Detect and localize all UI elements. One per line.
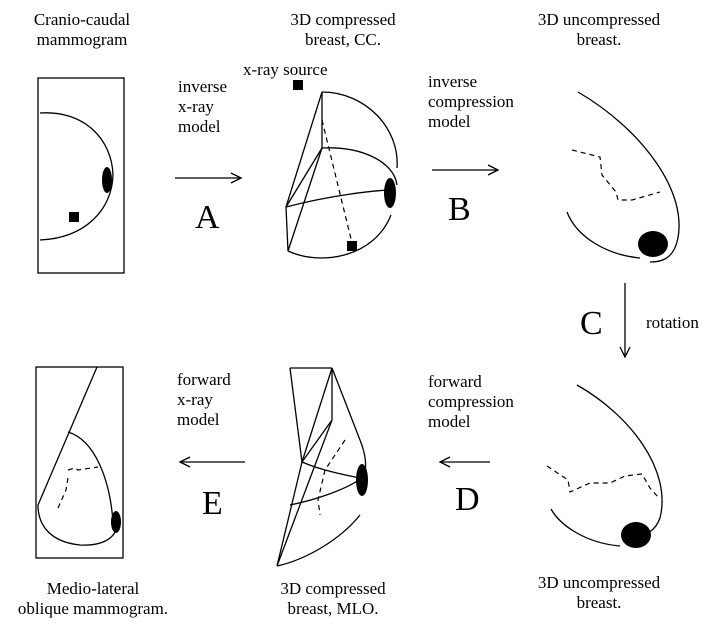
caption-cc-mammogram: Cranio-caudal mammogram (18, 10, 146, 50)
arrow-e (178, 456, 245, 468)
caption-uncompressed-top: 3D uncompressed breast. (518, 10, 680, 50)
cc-3d-lesion (384, 178, 396, 208)
caption-line: breast. (576, 593, 622, 612)
caption-uncompressed-bottom: 3D uncompressed breast. (518, 573, 680, 613)
mlo-3d-lesion (356, 464, 368, 496)
mlo-breast-outline-upper (67, 431, 114, 523)
step-e-letter: E (202, 485, 223, 522)
mlo-middle-edge (301, 461, 361, 479)
uncompressed-bottom-dashed-line (546, 465, 659, 498)
step-text-line: compression (428, 392, 514, 411)
cc-3d-point-marker (347, 241, 357, 251)
step-text-line: inverse (178, 77, 228, 96)
caption-compressed-mlo: 3D compressed breast, MLO. (258, 579, 408, 619)
middle-arc (321, 147, 398, 186)
caption-line: mammogram (36, 30, 128, 49)
cc-lesion-marker (102, 167, 112, 193)
caption-compressed-cc: 3D compressed breast, CC. (268, 10, 418, 50)
caption-line: 3D compressed (280, 579, 386, 598)
caption-line: breast, MLO. (287, 599, 379, 618)
step-d-description: forward compression model (428, 372, 514, 432)
step-c-description: rotation (646, 313, 699, 333)
uncompressed-top-panel (566, 91, 680, 263)
cc-point-marker (69, 212, 79, 222)
caption-line: Medio-lateral (46, 579, 140, 598)
cc-breast-outline (39, 112, 114, 241)
mlo-inner-edge (289, 477, 363, 506)
mlo-dashed-line-top (67, 466, 99, 471)
compressed-cc-panel (285, 80, 398, 259)
caption-line: Cranio-caudal (33, 10, 131, 29)
mlo-lower-edge (276, 514, 361, 567)
step-text-line: model (178, 117, 221, 136)
step-text-line: x-ray (177, 390, 213, 409)
step-c-letter: C (580, 305, 603, 342)
xray-source-label: x-ray source (243, 60, 328, 79)
projection-ray (321, 119, 353, 244)
uncompressed-top-lesion (638, 231, 668, 257)
caption-line: 3D uncompressed (537, 573, 661, 592)
step-text-line: rotation (646, 313, 699, 332)
mlo-film-frame (35, 366, 124, 559)
uncompressed-top-lower-outline (566, 211, 641, 259)
lower-plate-arc (287, 214, 392, 259)
caption-mlo-mammogram: Medio-lateral oblique mammogram. (8, 579, 178, 619)
mlo-dashed-line (317, 439, 346, 516)
step-e-description: forward x-ray model (177, 370, 231, 430)
compressed-mlo-panel (276, 367, 368, 567)
arrow-d (438, 456, 490, 468)
step-d-letter: D (455, 481, 480, 518)
arrow-c (619, 283, 631, 359)
pectoral-muscle-line (37, 366, 98, 506)
mlo-mammogram-panel (35, 366, 124, 559)
arrow-a (175, 172, 243, 184)
uncompressed-bottom-lower-outline (550, 508, 621, 547)
caption-line: breast, CC. (304, 30, 382, 49)
step-text-line: inverse (428, 72, 478, 91)
uncompressed-top-dashed-line (571, 149, 661, 201)
upper-plate-arc (321, 91, 398, 169)
step-b-letter: B (448, 191, 471, 228)
uncompressed-top-outline (577, 91, 680, 263)
step-text-line: model (428, 412, 471, 431)
caption-line: 3D compressed (290, 10, 396, 29)
step-text-line: compression (428, 92, 514, 111)
caption-line: 3D uncompressed (537, 10, 661, 29)
uncompressed-bottom-panel (546, 384, 663, 548)
step-text-line: forward (428, 372, 482, 391)
mlo-breast-outline-lower (37, 504, 117, 546)
step-text-line: x-ray (178, 97, 214, 116)
mlo-lesion-marker (111, 511, 121, 533)
step-text-line: model (177, 410, 220, 429)
caption-line: breast. (576, 30, 622, 49)
arrow-b (432, 164, 500, 176)
step-b-description: inverse compression model (428, 72, 514, 132)
step-text-line: forward (177, 370, 231, 389)
uncompressed-bottom-outline (576, 384, 663, 537)
step-a-description: inverse x-ray model (178, 77, 227, 137)
caption-line: oblique mammogram. (17, 599, 169, 618)
mlo-dashed-line-side (57, 477, 69, 509)
cc-mammogram-panel (37, 77, 125, 274)
uncompressed-bottom-lesion (621, 522, 651, 548)
cc-film-frame (37, 77, 125, 274)
step-text-line: model (428, 112, 471, 131)
step-a-letter: A (195, 199, 220, 236)
xray-source-marker (293, 80, 303, 90)
